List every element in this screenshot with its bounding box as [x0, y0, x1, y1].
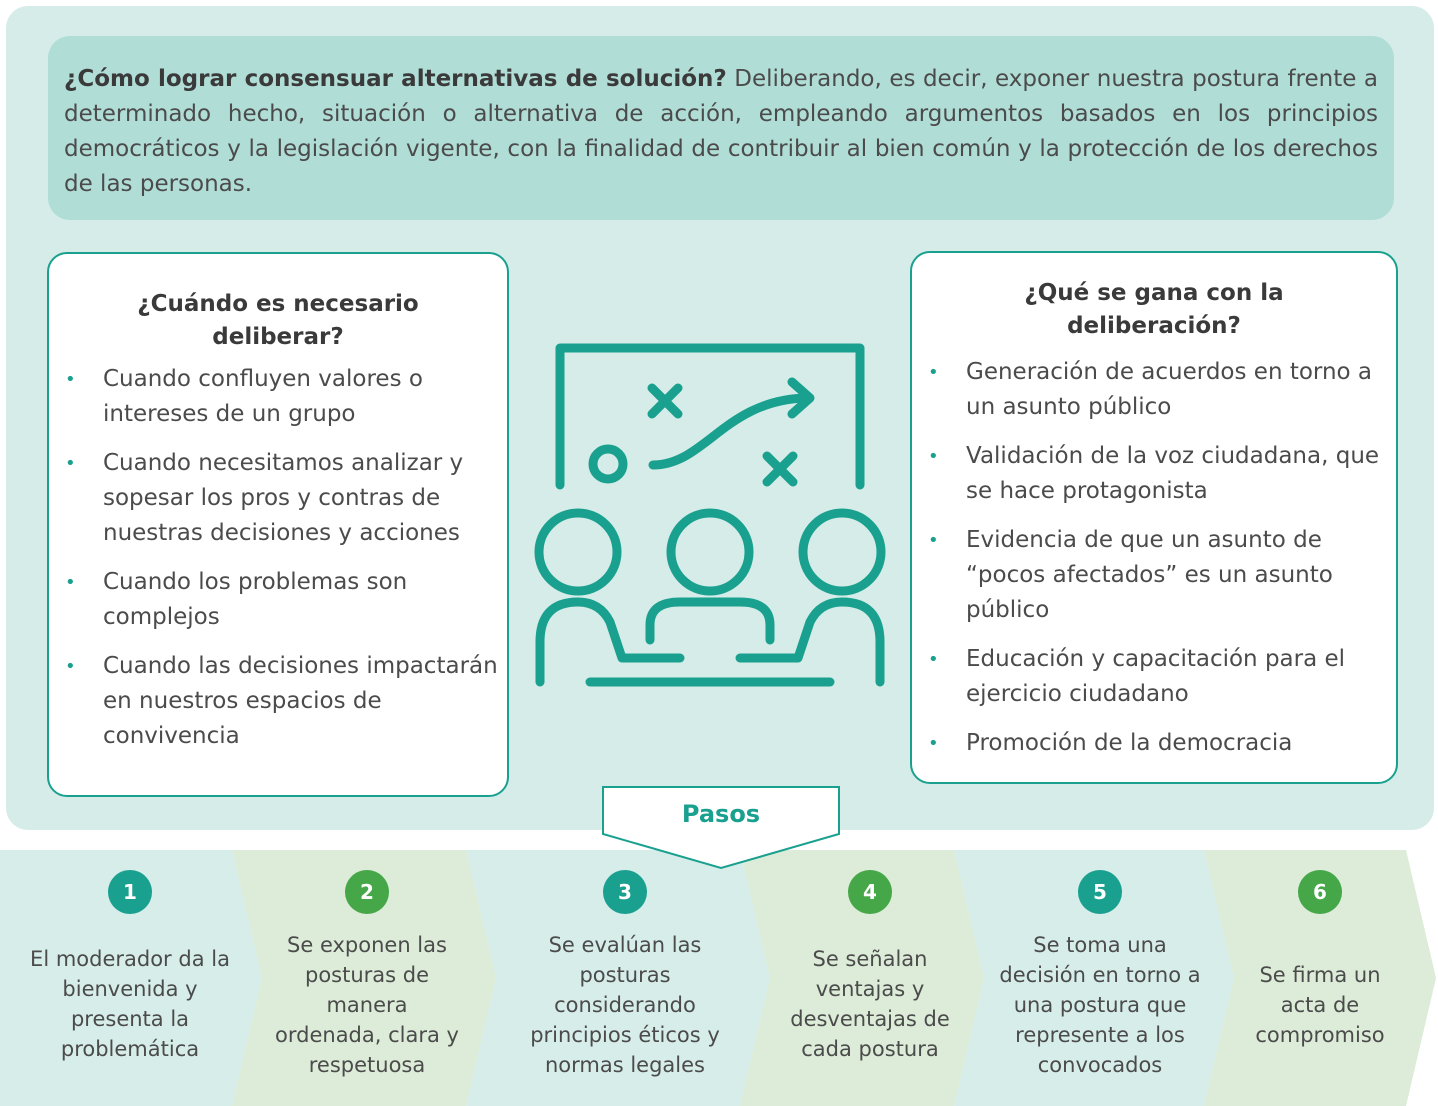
- step-text: Se firma un acta de compromiso: [1255, 963, 1385, 1047]
- step-number-badge: 6: [1298, 870, 1342, 914]
- step-4: 4 Se señalan ventajas y desventajas de c…: [780, 850, 960, 1106]
- what-gained-title: ¿Qué se gana con la deliberación?: [1024, 280, 1284, 339]
- list-item-text: Cuando los problemas son complejos: [103, 569, 408, 630]
- step-text: Se exponen las posturas de manera ordena…: [275, 933, 459, 1077]
- step-number-badge: 2: [345, 870, 389, 914]
- list-item: • Cuando confluyen valores o intereses de…: [49, 362, 507, 432]
- when-deliberate-card: ¿Cuándo es necesario deliberar? • Cuando …: [47, 252, 509, 797]
- pasos-label: Pasos: [681, 800, 761, 828]
- bullet-icon: •: [65, 453, 76, 474]
- bullet-icon: •: [65, 572, 76, 593]
- what-gained-list: • Generación de acuerdos en torno a un as…: [912, 355, 1396, 761]
- list-item-text: Promoción de la democracia: [966, 730, 1293, 756]
- step-number-badge: 4: [848, 870, 892, 914]
- bullet-icon: •: [928, 530, 939, 551]
- list-item: • Promoción de la democracia: [912, 726, 1396, 761]
- list-item-text: Cuando las decisiones impactarán en nues…: [103, 653, 498, 749]
- step-number-badge: 1: [108, 870, 152, 914]
- list-item: • Cuando las decisiones impactarán en nue…: [49, 649, 507, 754]
- step-2: 2 Se exponen las posturas de manera orde…: [272, 850, 462, 1106]
- step-number-badge: 5: [1078, 870, 1122, 914]
- when-deliberate-list: • Cuando confluyen valores o intereses de…: [49, 362, 507, 754]
- step-3: 3 Se evalúan las posturas considerando p…: [520, 850, 730, 1106]
- step-text: Se toma una decisión en torno a una post…: [999, 933, 1201, 1077]
- list-item-text: Cuando confluyen valores o intereses de …: [103, 366, 423, 427]
- step-1: 1 El moderador da la bienvenida y presen…: [30, 850, 230, 1106]
- step-text: Se evalúan las posturas considerando pri…: [530, 933, 720, 1077]
- list-item: • Evidencia de que un asunto de “pocos af…: [912, 523, 1396, 628]
- steps-chevron-band: [0, 850, 1436, 1106]
- step-6: 6 Se firma un acta de compromiso: [1240, 850, 1400, 1106]
- step-text: El moderador da la bienvenida y presenta…: [30, 947, 230, 1061]
- intro-box: ¿Cómo lograr consensuar alternativas de …: [48, 36, 1394, 220]
- bullet-icon: •: [928, 649, 939, 670]
- bullet-icon: •: [928, 446, 939, 467]
- step-5: 5 Se toma una decisión en torno a una po…: [995, 850, 1205, 1106]
- bullet-icon: •: [65, 656, 76, 677]
- list-item: • Cuando necesitamos analizar y sopesar l…: [49, 446, 507, 551]
- list-item: • Cuando los problemas son complejos: [49, 565, 507, 635]
- pasos-arrow-tab: [602, 786, 840, 870]
- list-item-text: Cuando necesitamos analizar y sopesar lo…: [103, 450, 464, 546]
- what-gained-card: ¿Qué se gana con la deliberación? • Gener…: [910, 251, 1398, 784]
- bullet-icon: •: [65, 369, 76, 390]
- bullet-icon: •: [928, 362, 939, 383]
- deliberation-strategy-icon: [530, 340, 890, 700]
- list-item: • Educación y capacitación para el ejerci…: [912, 642, 1396, 712]
- list-item-text: Generación de acuerdos en torno a un asu…: [966, 359, 1373, 420]
- step-number-badge: 3: [603, 870, 647, 914]
- intro-text: Deliberando, es decir, exponer nuestra p…: [64, 66, 1378, 197]
- intro-question: ¿Cómo lograr consensuar alternativas de …: [64, 66, 727, 92]
- list-item: • Generación de acuerdos en torno a un as…: [912, 355, 1396, 425]
- bullet-icon: •: [928, 733, 939, 754]
- list-item-text: Educación y capacitación para el ejercic…: [966, 646, 1346, 707]
- when-deliberate-title: ¿Cuándo es necesario deliberar?: [137, 291, 419, 350]
- list-item: • Validación de la voz ciudadana, que se …: [912, 439, 1396, 509]
- step-text: Se señalan ventajas y desventajas de cad…: [790, 947, 950, 1061]
- list-item-text: Evidencia de que un asunto de “pocos afe…: [966, 527, 1333, 623]
- list-item-text: Validación de la voz ciudadana, que se h…: [966, 443, 1380, 504]
